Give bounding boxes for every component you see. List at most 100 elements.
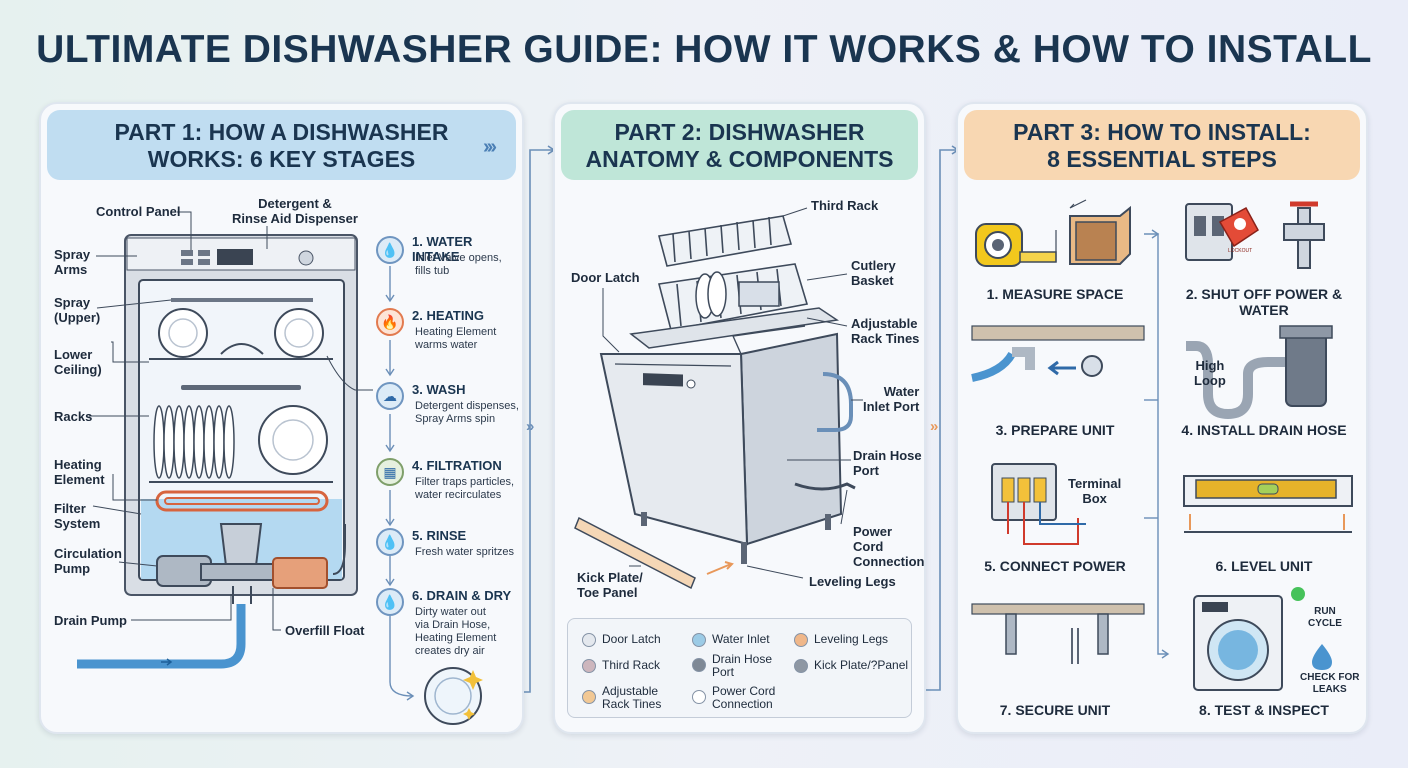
label-inlet-line1: Water <box>883 384 920 399</box>
part2-panel: PART 2: DISHWASHER ANATOMY & COMPONENTS <box>553 102 926 734</box>
label-high-loop-line1: High <box>1195 358 1225 373</box>
stage-5-desc: Fresh water spritzes <box>415 546 515 558</box>
part1-header-line2: WORKS: 6 KEY STAGES <box>147 146 416 172</box>
label-power-line2: Connection <box>853 554 925 569</box>
label-run-line1: RUN <box>1314 606 1336 617</box>
label-racks: Racks <box>54 409 93 424</box>
water-drop-icon: 💧 <box>376 236 404 264</box>
label-leaks-line1: CHECK FOR <box>1300 672 1360 683</box>
stage-4-desc: Filter traps particles, water recirculat… <box>415 476 514 502</box>
label-heating-element: Heating Element <box>54 457 105 487</box>
dishwasher-anatomy-illustration <box>574 207 863 590</box>
stage-3-title: 3. WASH <box>412 382 466 397</box>
label-drain-hose-port: Drain Hose Port <box>853 448 922 478</box>
cabinet-box-icon <box>1069 199 1131 265</box>
stage-6-desc-line2: via Drain Hose, <box>415 619 491 631</box>
legend-item-leveling-legs: Leveling Legs <box>794 633 888 647</box>
drain-icon: 💧 <box>376 588 404 616</box>
stage-2-desc-line2: warms water <box>415 339 478 351</box>
lockout-tag-icon <box>1218 206 1259 248</box>
legend-text: Third Rack <box>602 658 661 672</box>
label-high-loop-line2: Loop <box>1194 373 1226 388</box>
label-spray-upper-line2: (Upper) <box>54 310 101 325</box>
washer-test-icon <box>1193 587 1332 691</box>
label-spray-arms: Spray Arms <box>54 247 90 277</box>
install-steps-illustrations: LOCKOUT <box>971 199 1353 691</box>
label-drain-port-line2: Port <box>853 463 879 478</box>
label-terminal-line2: Box <box>1082 491 1107 506</box>
label-lower-ceiling: Lower Ceiling) <box>54 347 102 377</box>
legend-text-line2: Connection <box>712 697 773 711</box>
part2-header: PART 2: DISHWASHER ANATOMY & COMPONENTS <box>561 110 918 180</box>
stage-6-title: 6. DRAIN & DRY <box>412 588 512 603</box>
step-1-title: 1. MEASURE SPACE <box>986 286 1124 302</box>
legend-swatch <box>794 633 808 647</box>
label-adjustable-tines: Adjustable Rack Tines <box>851 316 919 346</box>
label-filter-line2: System <box>54 516 101 531</box>
step-5-title: 5. CONNECT POWER <box>984 558 1126 574</box>
svg-text:»: » <box>930 418 938 435</box>
label-spray-arms-line2: Arms <box>54 262 88 277</box>
label-spray-upper: Spray (Upper) <box>54 295 100 325</box>
stage-6-desc: Dirty water out via Drain Hose, Heating … <box>415 606 496 658</box>
label-cutlery-line1: Cutlery <box>851 258 896 273</box>
label-check-leaks: CHECK FOR LEAKS <box>1300 672 1359 696</box>
step-2-title: 2. SHUT OFF POWER & WATER <box>1185 286 1343 318</box>
label-kick-plate: Kick Plate/ Toe Panel <box>577 570 643 600</box>
lockout-tag-text: LOCKOUT <box>1228 248 1252 254</box>
legend-item-kick-plate: Kick Plate/?Panel <box>794 658 909 673</box>
stage-4-desc-line2: water recirculates <box>415 489 502 501</box>
legend-text-line1: Adjustable <box>602 684 659 698</box>
part3-header: PART 3: HOW TO INSTALL: 8 ESSENTIAL STEP… <box>964 110 1360 180</box>
stage-1-desc-line2: fills tub <box>415 265 450 277</box>
stage-1-desc: Inlet Valve opens, fills tub <box>415 252 502 278</box>
legend-item-third-rack: Third Rack <box>582 658 661 673</box>
stage-2-title: 2. HEATING <box>412 308 484 323</box>
spirit-level-icon <box>1183 475 1353 533</box>
legend-swatch <box>582 659 596 673</box>
tape-measure-icon <box>975 223 1057 267</box>
stage-flow-line <box>385 266 483 725</box>
legend-swatch <box>794 659 808 673</box>
label-filter-line1: Filter <box>54 501 86 516</box>
stage-1-desc-line1: Inlet Valve opens, <box>415 252 502 264</box>
stage-3-desc-line1: Detergent dispenses, <box>415 400 519 412</box>
label-circulation-line2: Pump <box>54 561 91 576</box>
step-8-title: 8. TEST & INSPECT <box>1199 702 1329 718</box>
pipe-fitting-icon <box>971 325 1145 382</box>
wash-icon: ☁ <box>376 382 404 410</box>
label-terminal-box: Terminal Box <box>1068 476 1121 506</box>
page-title: ULTIMATE DISHWASHER GUIDE: HOW IT WORKS … <box>36 28 1372 71</box>
stage-6-desc-line4: creates dry air <box>415 645 485 657</box>
legend-text: Kick Plate/?Panel <box>814 658 909 672</box>
filter-icon: ▦ <box>376 458 404 486</box>
label-overfill-float: Overfill Float <box>285 623 365 638</box>
svg-text:»: » <box>526 418 534 435</box>
label-lower-ceiling-line1: Lower <box>54 347 93 362</box>
label-kick-line1: Kick Plate/ <box>577 570 643 585</box>
label-tines-line2: Rack Tines <box>851 331 920 346</box>
label-third-rack: Third Rack <box>811 198 879 213</box>
label-inlet-line2: Inlet Port <box>863 399 920 414</box>
stage-6-desc-line3: Heating Element <box>415 632 497 644</box>
stage-3-desc-line2: Spray Arms spin <box>415 413 496 425</box>
part2-header-line2: ANATOMY & COMPONENTS <box>585 146 894 172</box>
label-lower-ceiling-line2: Ceiling) <box>54 362 102 377</box>
legend-item-door-latch: Door Latch <box>582 633 661 647</box>
label-drain-pump: Drain Pump <box>54 613 127 628</box>
water-drop-icon: 💧 <box>376 528 404 556</box>
label-detergent-line2: Rinse Aid Dispenser <box>232 211 358 226</box>
part1-header-line1: PART 1: HOW A DISHWASHER <box>114 119 449 145</box>
stage-4-desc-line1: Filter traps particles, <box>415 476 515 488</box>
step-4-title: 4. INSTALL DRAIN HOSE <box>1181 422 1347 438</box>
label-detergent-line1: Detergent & <box>258 196 332 211</box>
stage-2-desc: Heating Element warms water <box>415 326 496 352</box>
label-power-line1: Power Cord <box>853 524 893 554</box>
label-leaks-line2: LEAKS <box>1312 684 1347 695</box>
label-circulation-line1: Circulation <box>54 546 122 561</box>
label-detergent-dispenser: Detergent & Rinse Aid Dispenser <box>232 196 358 226</box>
legend-swatch <box>582 633 596 647</box>
